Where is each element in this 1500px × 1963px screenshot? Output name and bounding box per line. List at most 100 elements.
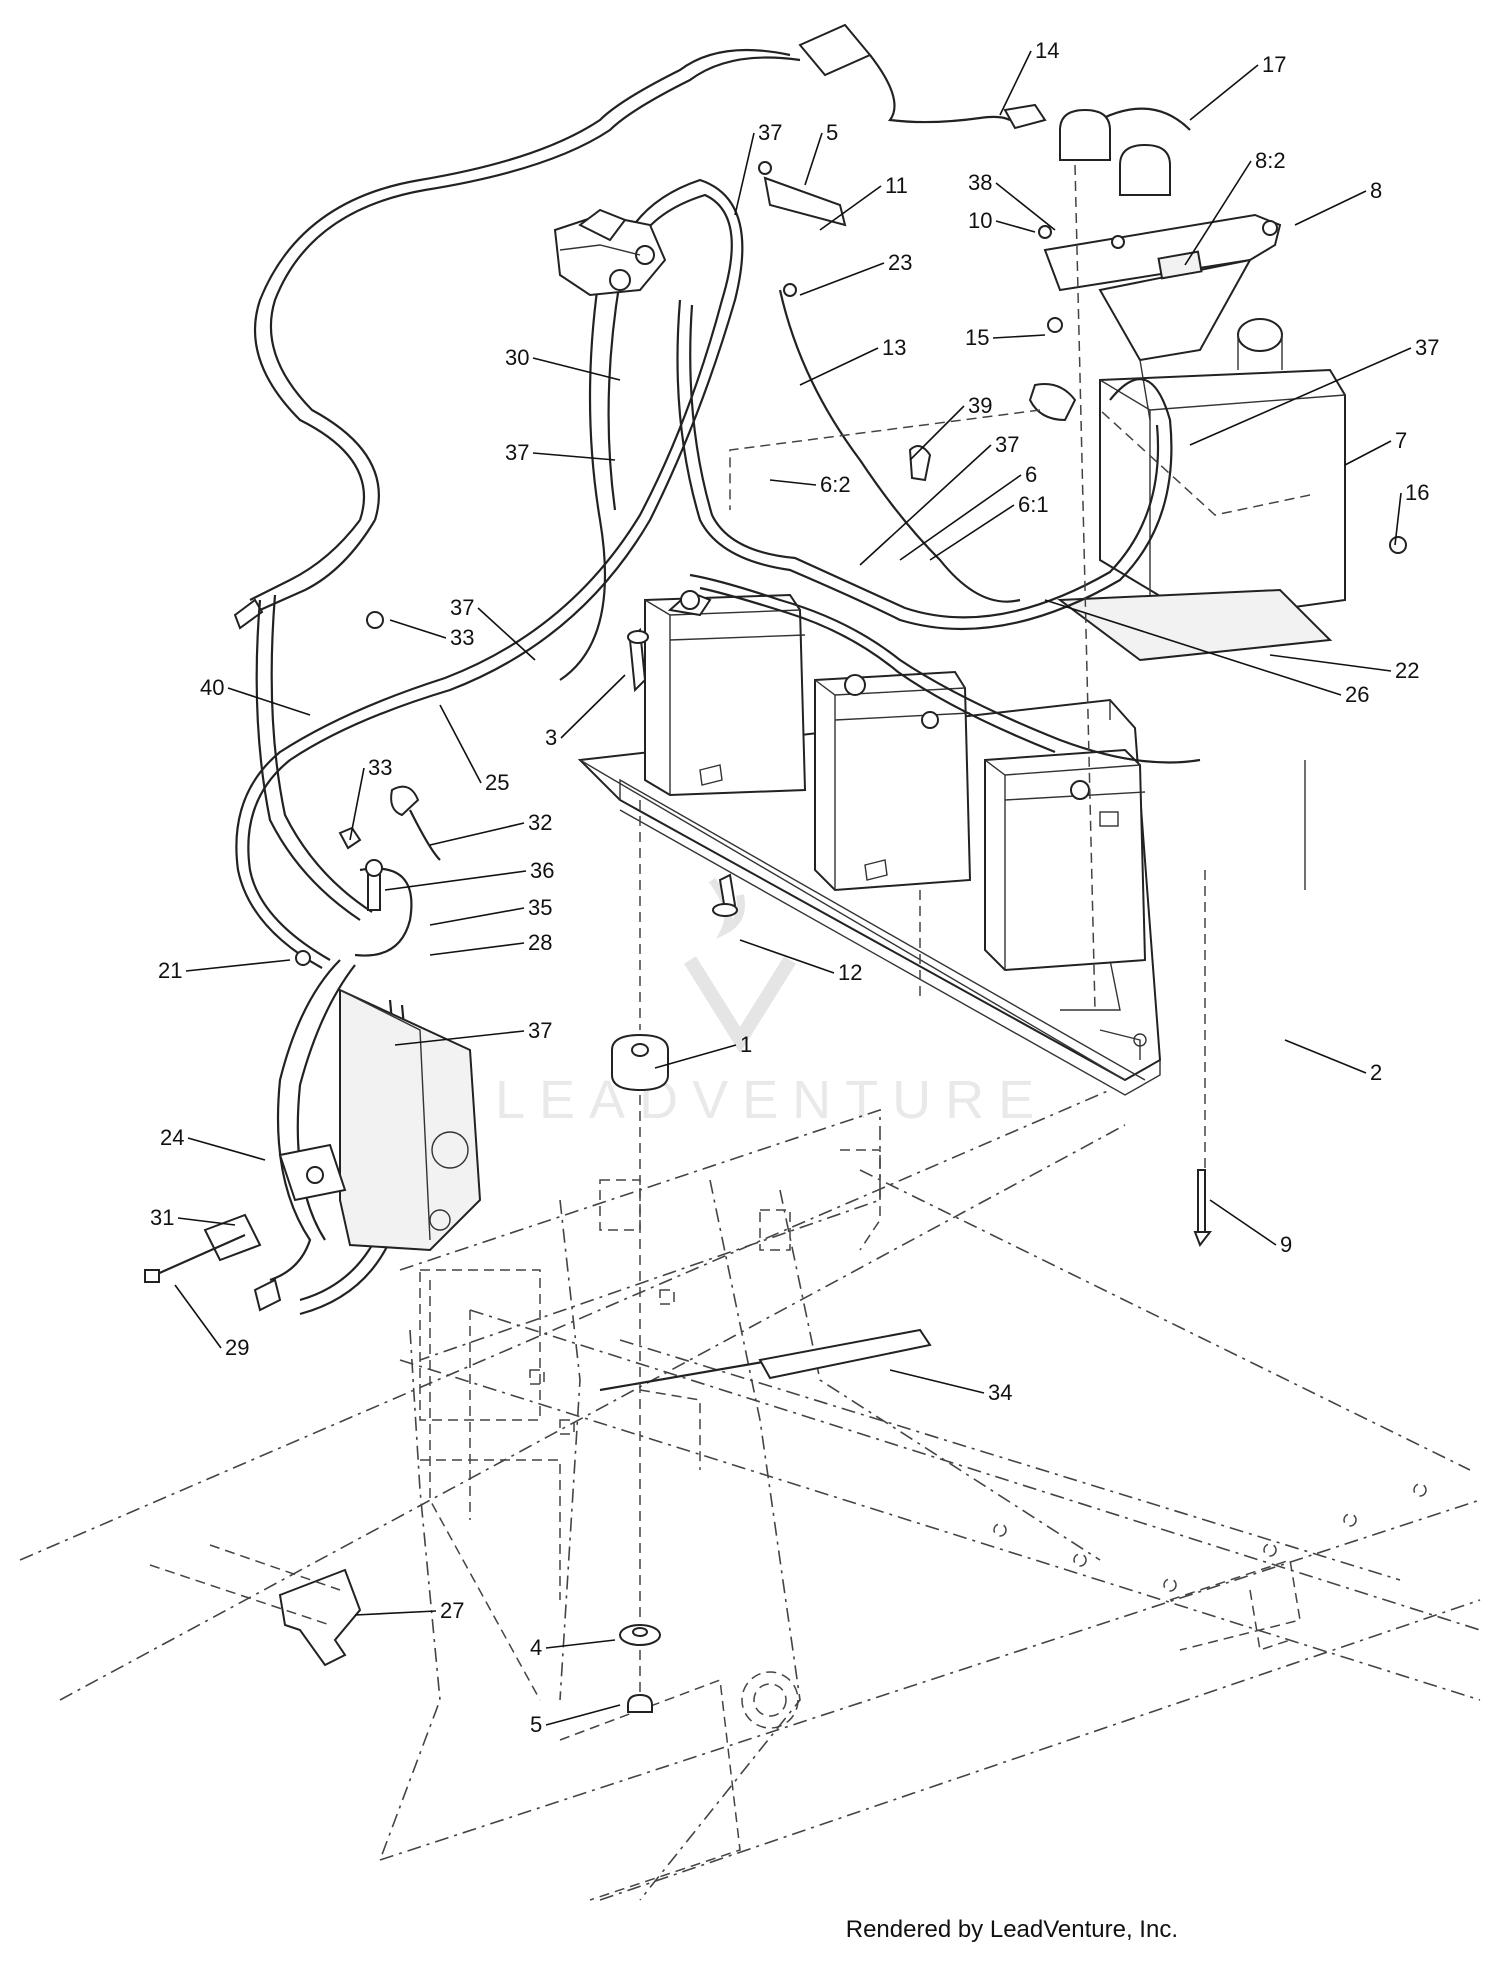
leader-line-c24 bbox=[187, 1137, 266, 1161]
leader-line-c29 bbox=[174, 1284, 222, 1349]
leader-line-c40 bbox=[227, 687, 311, 716]
callout-c34: 34 bbox=[988, 1380, 1012, 1405]
footer-credit: Rendered by LeadVenture, Inc. bbox=[845, 1916, 1178, 1943]
mower-frame bbox=[19, 1089, 1481, 1901]
watermark-logo: LEADVENTURE bbox=[495, 877, 1034, 1130]
leader-line-c32 bbox=[429, 822, 525, 846]
leader-line-c8_2 bbox=[1184, 160, 1252, 266]
callout-c26: 26 bbox=[1345, 682, 1369, 707]
callout-c37c: 37 bbox=[505, 440, 529, 465]
leader-line-c4 bbox=[545, 1639, 616, 1649]
callout-c24: 24 bbox=[160, 1125, 184, 1150]
callout-c1: 1 bbox=[740, 1032, 752, 1057]
leader-line-c27 bbox=[354, 1610, 437, 1616]
callout-c6_2: 6:2 bbox=[820, 472, 851, 497]
callout-c27: 27 bbox=[440, 1598, 464, 1623]
leader-line-c34 bbox=[889, 1369, 985, 1394]
leader-line-c12 bbox=[739, 939, 835, 974]
callout-c7: 7 bbox=[1395, 428, 1407, 453]
leader-line-c6 bbox=[899, 474, 1022, 561]
leader-line-c37e bbox=[477, 607, 536, 661]
callout-c37d: 37 bbox=[995, 432, 1019, 457]
battery-2 bbox=[814, 670, 972, 892]
callout-c8_2: 8:2 bbox=[1255, 148, 1286, 173]
leader-line-c33b bbox=[349, 767, 365, 841]
leader-line-c14 bbox=[999, 50, 1032, 116]
callout-c40: 40 bbox=[200, 675, 224, 700]
leader-line-c16 bbox=[1394, 492, 1402, 546]
callout-c33a: 33 bbox=[450, 625, 474, 650]
leader-line-c36 bbox=[384, 870, 527, 891]
leader-line-c26 bbox=[1044, 599, 1342, 696]
leader-line-c13 bbox=[799, 347, 879, 386]
callout-c36: 36 bbox=[530, 858, 554, 883]
callout-c11: 11 bbox=[885, 173, 908, 198]
engine-bracket bbox=[339, 988, 482, 1252]
leader-line-c3 bbox=[560, 674, 626, 739]
leader-line-c6_1 bbox=[929, 504, 1015, 561]
leader-line-c9 bbox=[1209, 1199, 1277, 1246]
callout-c32: 32 bbox=[528, 810, 552, 835]
leader-line-c21 bbox=[185, 959, 291, 972]
callout-c15: 15 bbox=[965, 325, 989, 350]
callout-c37b: 37 bbox=[1415, 335, 1439, 360]
callout-c37e: 37 bbox=[450, 595, 474, 620]
leader-line-c37a bbox=[734, 132, 755, 216]
callout-c22: 22 bbox=[1395, 658, 1419, 683]
callout-c39: 39 bbox=[968, 393, 992, 418]
leader-line-c11 bbox=[819, 185, 882, 231]
callout-c30: 30 bbox=[505, 345, 529, 370]
leader-line-c38 bbox=[995, 182, 1056, 231]
callout-c14: 14 bbox=[1035, 38, 1059, 63]
callout-c3: 3 bbox=[545, 725, 557, 750]
callout-c13: 13 bbox=[882, 335, 906, 360]
battery-1 bbox=[644, 590, 807, 797]
leader-line-c35 bbox=[429, 907, 525, 926]
leader-line-c25 bbox=[439, 704, 482, 784]
leader-line-c10 bbox=[995, 220, 1036, 233]
solenoid-assembly bbox=[553, 208, 667, 297]
callout-c38: 38 bbox=[968, 170, 992, 195]
leader-line-c5a bbox=[804, 132, 823, 186]
callout-c5a: 5 bbox=[826, 120, 838, 145]
leader-line-c7 bbox=[1344, 440, 1392, 466]
leader-line-c15 bbox=[992, 334, 1046, 339]
callout-c2: 2 bbox=[1370, 1060, 1382, 1085]
leader-line-c22 bbox=[1269, 654, 1392, 672]
callout-c21: 21 bbox=[158, 958, 182, 983]
callout-c29: 29 bbox=[225, 1335, 249, 1360]
callout-c37a: 37 bbox=[758, 120, 782, 145]
leader-line-c33a bbox=[389, 619, 447, 639]
callout-c8: 8 bbox=[1370, 178, 1382, 203]
center-lines bbox=[149, 164, 1311, 1695]
leader-line-c8 bbox=[1294, 190, 1367, 226]
leader-line-c17 bbox=[1189, 64, 1259, 121]
battery-rear bbox=[1057, 318, 1346, 662]
leader-line-c6_2 bbox=[769, 479, 817, 486]
callout-c5b: 5 bbox=[530, 1712, 542, 1737]
hardware-parts bbox=[144, 161, 1407, 1713]
leader-line-c1 bbox=[654, 1044, 737, 1069]
battery-3 bbox=[984, 748, 1147, 972]
callout-c6: 6 bbox=[1025, 462, 1037, 487]
hold-down-bracket bbox=[1043, 213, 1282, 421]
callout-c37f: 37 bbox=[528, 1018, 552, 1043]
callout-c35: 35 bbox=[528, 895, 552, 920]
leader-line-c37f bbox=[394, 1030, 525, 1046]
callout-c31: 31 bbox=[150, 1205, 174, 1230]
leader-line-c31 bbox=[177, 1217, 236, 1226]
callout-c16: 16 bbox=[1405, 480, 1429, 505]
callout-c23: 23 bbox=[888, 250, 912, 275]
terminal-boots bbox=[1059, 107, 1191, 196]
callout-c6_1: 6:1 bbox=[1018, 492, 1049, 517]
callout-c4: 4 bbox=[530, 1635, 542, 1660]
leader-line-c2 bbox=[1284, 1039, 1367, 1074]
leader-line-c37d bbox=[859, 444, 992, 566]
leader-line-c37c bbox=[532, 452, 616, 461]
callout-c33b: 33 bbox=[368, 755, 392, 780]
leader-line-c39 bbox=[909, 405, 965, 461]
leader-line-c5b bbox=[545, 1704, 621, 1726]
leader-line-c37b bbox=[1189, 347, 1412, 446]
